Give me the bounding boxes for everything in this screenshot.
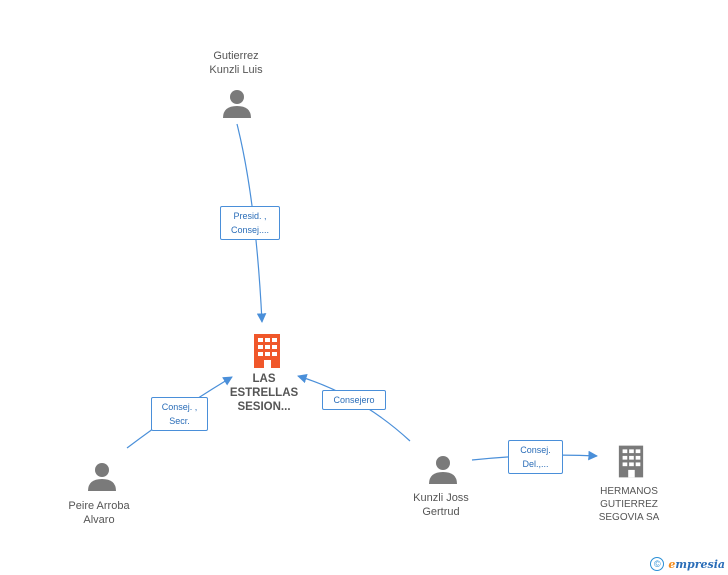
node-label-line: Kunzli Luis <box>209 64 263 76</box>
building-icon <box>254 334 280 368</box>
node-label-line: SESION... <box>237 401 291 413</box>
edge-label-line: Presid. , <box>233 211 267 221</box>
edge-label-gutierrez-center[interactable]: Presid. , Consej.... <box>220 206 280 240</box>
node-label-line: Gutierrez <box>213 50 259 62</box>
node-label-line: Peire Arroba <box>68 500 130 512</box>
edge-label-line: Del.,... <box>522 459 549 469</box>
node-label-line: LAS <box>252 373 276 385</box>
node-label-line: GUTIERREZ <box>600 499 658 510</box>
edge-label-line: Consej.... <box>230 225 270 235</box>
node-label-line: SEGOVIA SA <box>598 512 660 523</box>
node-label-line: Kunzli Joss <box>413 492 469 504</box>
edge-label-line: Secr. <box>169 416 190 426</box>
building-icon <box>618 445 644 478</box>
edge-label-line: Consejero <box>333 395 375 405</box>
person-node-peire[interactable]: Peire Arroba Alvaro <box>49 499 149 527</box>
person-node-kunzli[interactable]: Kunzli Joss Gertrud <box>391 491 491 519</box>
edge-label-line: Consej. , <box>161 402 198 412</box>
person-node-gutierrez[interactable]: Gutierrez Kunzli Luis <box>186 49 286 77</box>
node-label-line: Gertrud <box>422 506 460 518</box>
copyright-icon: © <box>650 557 665 571</box>
person-icon <box>429 456 457 484</box>
node-label-line: Alvaro <box>83 514 115 526</box>
company-node-center[interactable]: LAS ESTRELLAS SESION... <box>214 372 314 414</box>
brand-initial: e <box>668 557 676 571</box>
edge-label-line: Consej. <box>520 445 551 455</box>
person-icon <box>88 463 116 491</box>
brand-footer[interactable]: © empresia <box>650 557 725 571</box>
person-icon <box>223 90 251 118</box>
edge-label-peire-center[interactable]: Consej. , Secr. <box>151 397 208 431</box>
brand-logo: empresia <box>668 558 725 571</box>
node-label-line: ESTRELLAS <box>229 387 299 399</box>
node-label-line: HERMANOS <box>600 486 658 497</box>
company-node-hermanos[interactable]: HERMANOS GUTIERREZ SEGOVIA SA <box>579 485 679 524</box>
edge-label-kunzli-hermanos[interactable]: Consej. Del.,... <box>508 440 563 474</box>
brand-name: mpresia <box>675 557 725 571</box>
edge-label-kunzli-center[interactable]: Consejero <box>322 390 386 410</box>
